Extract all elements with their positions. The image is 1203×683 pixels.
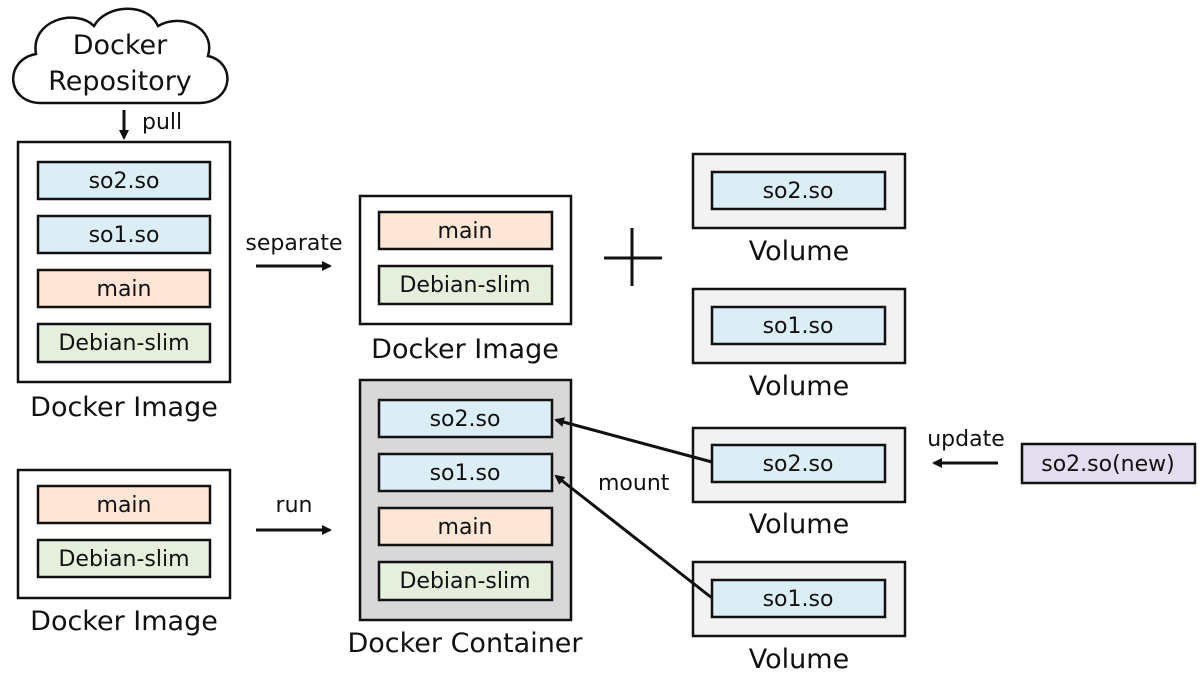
run-label: run [276, 493, 313, 518]
layer-debian [36, 538, 212, 579]
docker-repository: Docker Repository [12, 7, 229, 105]
layer-debian-label: Debian-slim [58, 331, 189, 356]
layer-so1-label: so1.so [430, 461, 501, 486]
volume-4-caption: Volume [749, 644, 849, 675]
new-library: so2.so(new) [1020, 442, 1197, 485]
layer-debian-label: Debian-slim [399, 273, 530, 298]
pull-label: pull [142, 110, 182, 135]
volume-1: so2.so [691, 152, 907, 230]
volume-3: so2.so [691, 426, 907, 504]
layer-so2 [36, 160, 212, 201]
volume-4-content [710, 578, 887, 619]
layer-debian-label: Debian-slim [399, 569, 530, 594]
layer-main [36, 268, 212, 309]
layer-debian [36, 322, 212, 364]
layer-so1 [36, 214, 212, 255]
docker-image-full: so2.so so1.so main Debian-slim [16, 140, 232, 384]
layer-main [377, 506, 554, 547]
layer-debian [377, 560, 554, 602]
layer-main [377, 210, 554, 251]
mount-label: mount [598, 471, 670, 496]
separate-label: separate [245, 231, 342, 256]
layer-debian-label: Debian-slim [58, 547, 189, 572]
layer-main-label: main [438, 515, 493, 540]
mount-arrow-so2 [554, 417, 713, 464]
layer-so1 [377, 452, 554, 493]
layer-so2-label: so2.so [430, 407, 501, 432]
volume-2: so1.so [691, 287, 907, 365]
volume-2-caption: Volume [749, 371, 849, 402]
layer-main [36, 484, 212, 525]
layer-so2-label: so2.so [89, 169, 160, 194]
volume-2-content [710, 305, 887, 346]
new-library-box [1020, 442, 1197, 485]
volume-2-content-label: so1.so [763, 314, 834, 339]
docker-image-run: main Debian-slim [16, 468, 232, 600]
docker-container-caption: Docker Container [347, 628, 583, 659]
volume-3-content-label: so2.so [763, 452, 834, 477]
layer-main-label: main [438, 219, 493, 244]
docker-image-full-caption: Docker Image [30, 392, 218, 423]
volume-4-content-label: so1.so [763, 587, 834, 612]
layer-main-label: main [97, 277, 152, 302]
docker-image-separated: main Debian-slim [358, 194, 573, 326]
layer-debian [377, 264, 554, 306]
volume-4: so1.so [691, 560, 907, 638]
volume-1-content [710, 170, 887, 211]
mount-arrow-so1 [554, 474, 713, 600]
plus-sign [604, 228, 662, 286]
volume-3-content [710, 443, 887, 484]
update-label: update [927, 427, 1005, 452]
layer-main-label: main [97, 493, 152, 518]
docker-image-run-caption: Docker Image [30, 606, 218, 637]
volume-1-caption: Volume [749, 236, 849, 267]
cloud-icon [12, 7, 229, 105]
volume-3-caption: Volume [749, 509, 849, 540]
layer-so1-label: so1.so [89, 223, 160, 248]
repository-label-line1: Docker [73, 30, 168, 61]
new-library-label: so2.so(new) [1041, 452, 1174, 477]
layer-so2 [377, 398, 554, 439]
repository-label-line2: Repository [48, 66, 192, 97]
volume-1-content-label: so2.so [763, 179, 834, 204]
docker-container: so2.so so1.so main Debian-slim [358, 378, 573, 622]
docker-image-separated-caption: Docker Image [371, 334, 559, 365]
